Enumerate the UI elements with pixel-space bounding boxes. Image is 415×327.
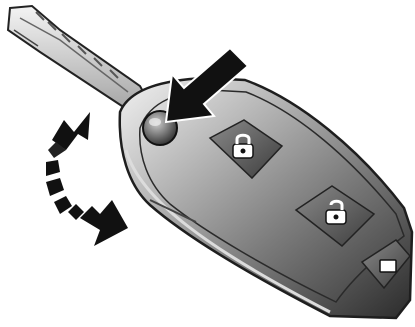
trunk-icon <box>380 260 396 272</box>
rotation-arrow-icon <box>46 112 128 246</box>
key-blade <box>8 6 150 110</box>
